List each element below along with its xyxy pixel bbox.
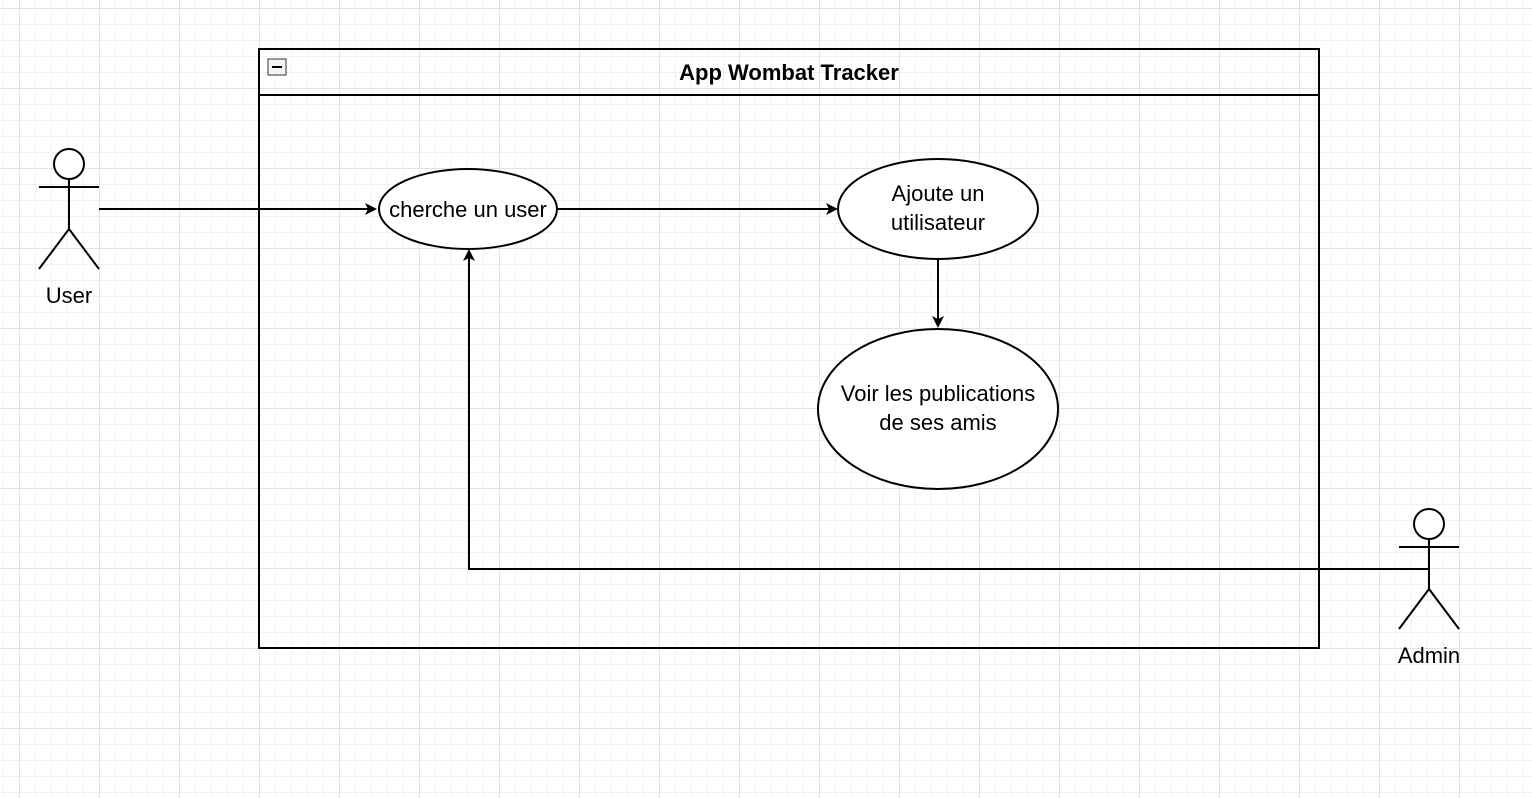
- use-case-search-user-label: cherche un user: [389, 197, 547, 222]
- admin-to-search-connector[interactable]: [463, 249, 1429, 570]
- use-case-add-user-line2: utilisateur: [891, 210, 985, 235]
- use-case-view-posts-line2: de ses amis: [879, 410, 996, 435]
- actor-admin-label: Admin: [1398, 643, 1460, 668]
- actor-user-label: User: [46, 283, 92, 308]
- use-case-add-user-line1: Ajoute un: [892, 181, 985, 206]
- use-case-add-user[interactable]: Ajoute un utilisateur: [837, 158, 1039, 260]
- use-case-view-posts[interactable]: Voir les publications de ses amis: [817, 328, 1059, 490]
- system-boundary[interactable]: App Wombat Tracker: [258, 48, 1320, 649]
- stick-figure-icon: [1398, 508, 1460, 630]
- minus-square-icon[interactable]: [267, 58, 287, 76]
- system-title: App Wombat Tracker: [679, 60, 899, 85]
- stick-figure-icon: [38, 148, 100, 270]
- use-case-search-user[interactable]: cherche un user: [378, 168, 558, 250]
- actor-admin[interactable]: Admin: [1398, 508, 1460, 668]
- actor-user[interactable]: User: [38, 148, 100, 308]
- use-case-view-posts-line1: Voir les publications: [841, 381, 1035, 406]
